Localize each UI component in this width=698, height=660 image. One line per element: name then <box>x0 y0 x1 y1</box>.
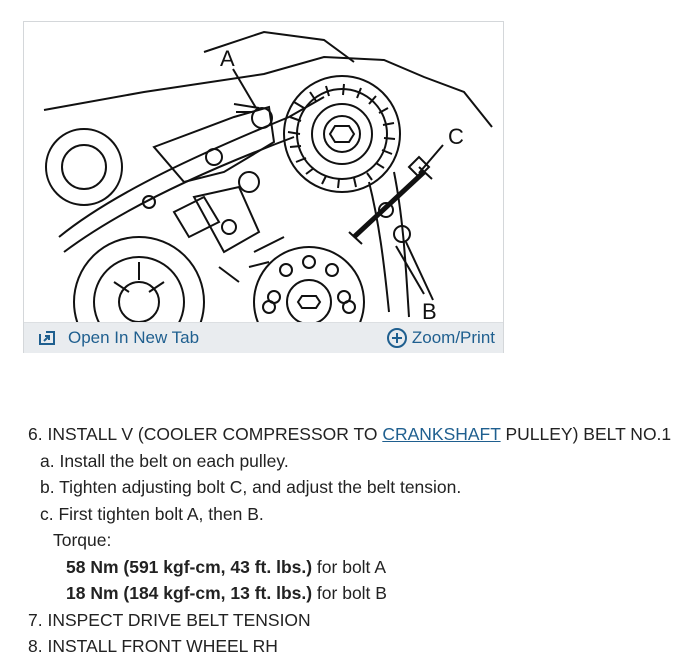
open-new-tab-icon <box>38 330 56 346</box>
step-6: 6. INSTALL V (COOLER COMPRESSOR TO CRANK… <box>28 421 688 448</box>
belt-diagram: A C B <box>43 30 493 322</box>
torque-label: Torque: <box>53 530 112 550</box>
torque-a-target: for bolt A <box>312 556 386 577</box>
adjust-bracket <box>152 105 276 184</box>
bolt-a <box>251 107 273 129</box>
label-c: C <box>448 124 464 149</box>
step-7: 7. INSPECT DRIVE BELT TENSION <box>28 609 311 630</box>
torque-b-target: for bolt B <box>312 583 387 603</box>
zoom-print-button[interactable]: Zoom/Print <box>386 327 495 349</box>
instructions: 6. INSTALL V (COOLER COMPRESSOR TO CRANK… <box>28 421 688 660</box>
zoom-plus-icon <box>386 327 408 349</box>
step-6a: a. Install the belt on each pulley. <box>40 450 289 471</box>
engine-outline <box>43 55 493 128</box>
figure-card: A C B Open In New Tab Zoom/Print <box>23 21 504 353</box>
torque-b-value: 18 Nm (184 kgf-cm, 13 ft. lbs.) <box>66 583 313 603</box>
bracket-outline <box>203 30 355 63</box>
figure-toolbar: Open In New Tab Zoom/Print <box>24 322 503 353</box>
belt <box>58 96 325 238</box>
zoom-print-label: Zoom/Print <box>411 328 495 347</box>
label-b: B <box>422 299 437 322</box>
torque-a-value: 58 Nm (591 kgf-cm, 43 ft. lbs.) <box>66 556 313 577</box>
open-in-new-tab-label: Open In New Tab <box>68 328 200 347</box>
left-pulley <box>45 128 123 206</box>
compressor-pulley <box>73 236 205 322</box>
alternator-body <box>283 75 401 193</box>
bolt-b <box>393 225 411 243</box>
open-in-new-tab-button[interactable]: Open In New Tab <box>38 327 199 349</box>
torque-bolt-b: 18 Nm (184 kgf-cm, 13 ft. lbs.) for bolt… <box>28 580 688 607</box>
step-6b: b. Tighten adjusting bolt C, and adjust … <box>40 477 462 497</box>
step-6c: c. First tighten bolt A, then B. <box>40 503 264 524</box>
step-8: 8. INSTALL FRONT WHEEL RH <box>28 636 278 656</box>
label-a: A <box>220 46 235 71</box>
crankshaft-link[interactable]: CRANKSHAFT <box>382 424 501 444</box>
step-6-prefix: 6. INSTALL V (COOLER COMPRESSOR TO <box>28 424 383 444</box>
step-6-suffix: PULLEY) BELT NO.1 <box>500 424 672 444</box>
idler-pulley <box>253 246 365 322</box>
torque-bolt-a: 58 Nm (591 kgf-cm, 43 ft. lbs.) for bolt… <box>28 554 688 581</box>
